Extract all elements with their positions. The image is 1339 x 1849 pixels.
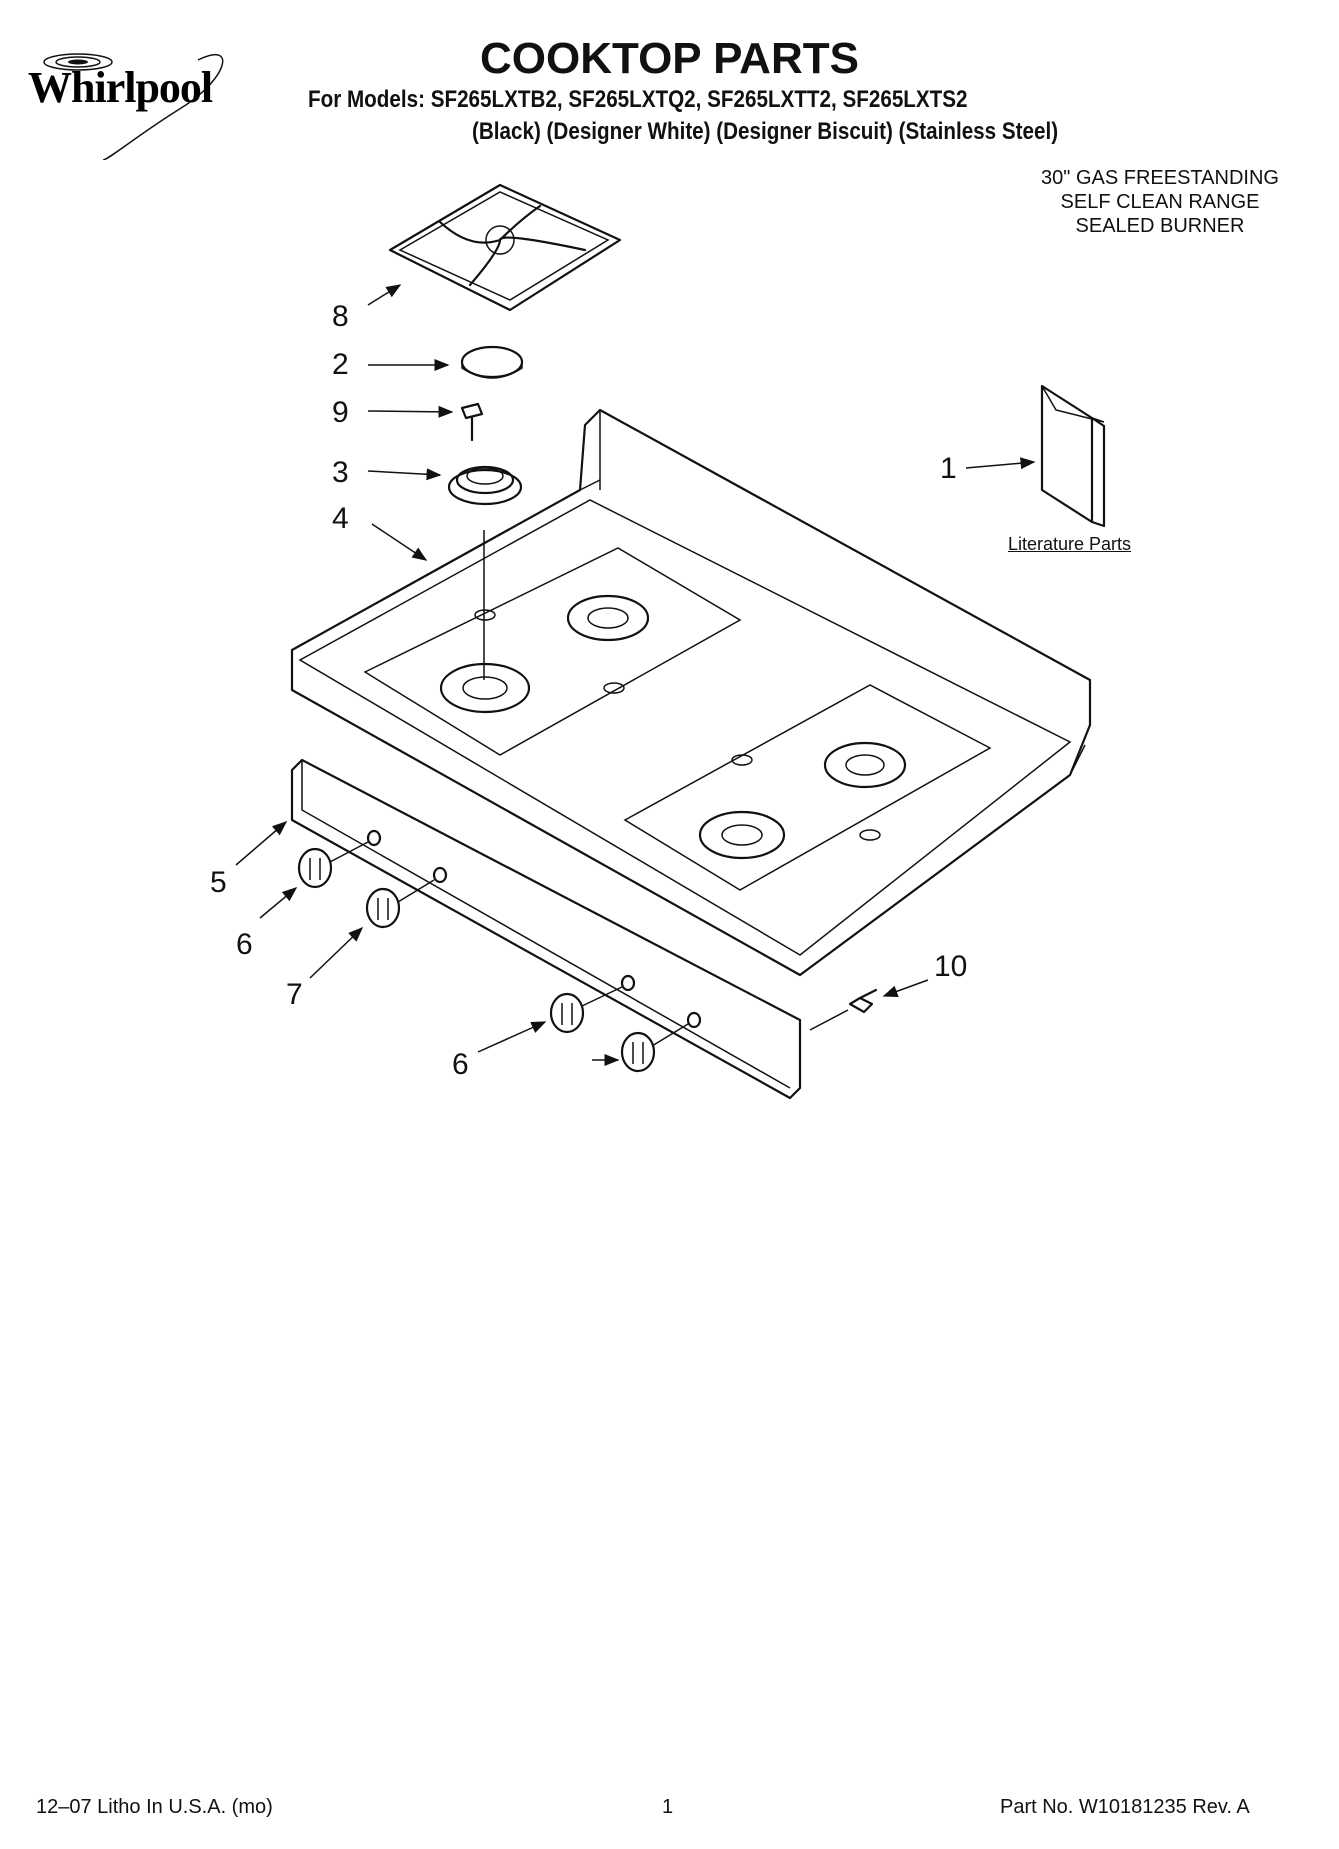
page-title: COOKTOP PARTS — [480, 34, 859, 83]
cooktop-panel — [290, 408, 1092, 977]
literature-parts-label: Literature Parts — [1008, 534, 1132, 554]
burner-grate — [388, 183, 622, 312]
control-panel — [290, 758, 802, 1100]
models-line: For Models: SF265LXTB2, SF265LXTQ2, SF26… — [308, 86, 968, 113]
whirlpool-logo: Whirlpool — [28, 40, 258, 160]
callout-9: 9 — [332, 396, 349, 429]
callout-3: 3 — [332, 456, 349, 489]
callout-2: 2 — [332, 348, 349, 381]
callout-6-left: 6 — [236, 928, 253, 961]
callout-5: 5 — [210, 866, 227, 899]
description-line-2: SELF CLEAN RANGE — [1060, 191, 1260, 213]
callout-4: 4 — [332, 502, 349, 535]
page-number: 1 — [662, 1796, 674, 1818]
burner-base — [447, 465, 523, 506]
callout-10: 10 — [934, 950, 968, 983]
logo-wordmark: Whirlpool — [28, 63, 213, 112]
control-knob — [620, 1031, 656, 1073]
callout-1: 1 — [940, 452, 957, 485]
description-line-1: 30" GAS FREESTANDING — [1041, 167, 1279, 189]
callout-6-bottom: 6 — [452, 1048, 469, 1081]
callout-7: 7 — [286, 978, 303, 1011]
callout-8: 8 — [332, 300, 349, 333]
literature-booklet — [1040, 384, 1106, 528]
colors-line: (Black) (Designer White) (Designer Biscu… — [472, 118, 1059, 145]
control-knob — [365, 887, 401, 929]
control-knob — [297, 847, 333, 889]
description-line-3: SEALED BURNER — [1075, 215, 1245, 237]
part-number: Part No. W10181235 Rev. A — [1000, 1796, 1250, 1818]
panel-screw — [848, 988, 878, 1014]
footer-print-info: 12–07 Litho In U.S.A. (mo) — [36, 1796, 273, 1818]
logo-swoosh-graphic — [43, 53, 224, 160]
product-description: 30" GAS FREESTANDING SELF CLEAN RANGE SE… — [1000, 166, 1320, 238]
control-knob — [549, 992, 585, 1034]
burner-screw — [460, 402, 484, 442]
